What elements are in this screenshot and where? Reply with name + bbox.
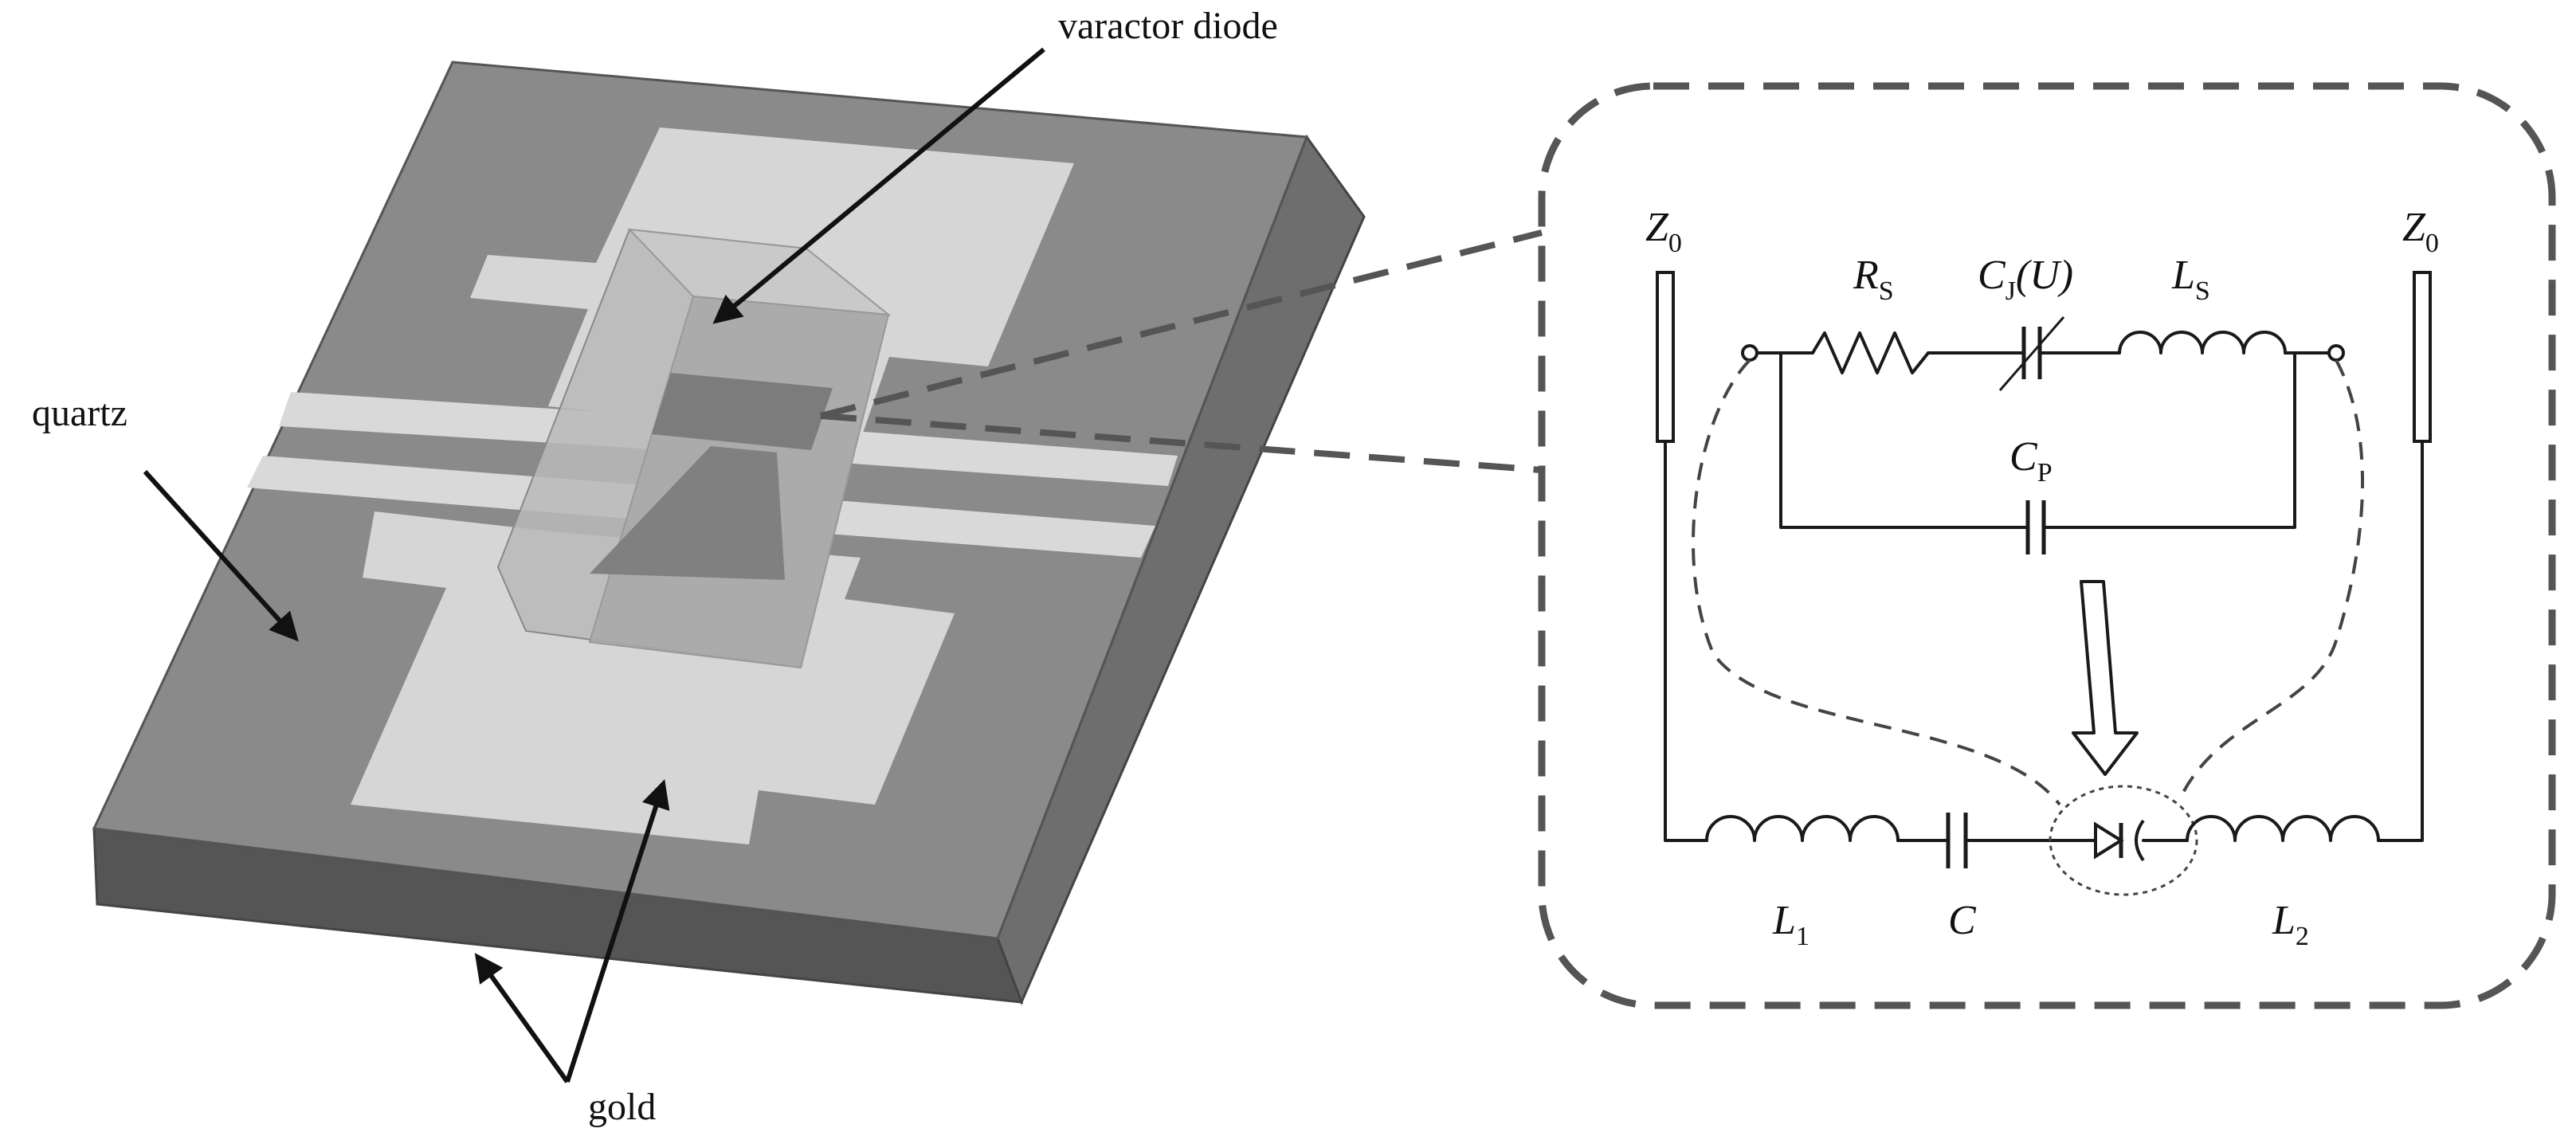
capacitor-cp — [2025, 500, 2046, 554]
z0-right-label: Z0 — [2402, 205, 2439, 258]
l1-label: L1 — [1772, 898, 1809, 951]
cp-branch-wire — [1779, 351, 2296, 529]
diode-body — [496, 228, 892, 669]
inductor-ls — [2118, 331, 2287, 355]
outer-wire-left — [1664, 440, 1708, 842]
outer-wire-right — [2377, 440, 2424, 842]
diode-highlight-circle — [2049, 785, 2198, 896]
varactor-arrow — [712, 47, 1045, 324]
inductor-l1 — [1705, 815, 1900, 842]
gold-arrow-upper — [565, 779, 670, 1083]
quartz-arrow — [143, 469, 299, 642]
expansion-curve-right — [2178, 359, 2364, 801]
gold-arrow-lower — [474, 953, 570, 1083]
gold-label: gold — [588, 1086, 656, 1128]
circuit-zoom-box: Z0 Z0 — [1538, 82, 2556, 1009]
z0-left-element — [1656, 271, 1675, 443]
c-label: C — [1948, 898, 1977, 943]
zoom-box-border — [1538, 82, 2556, 1009]
cp-label: CP — [2009, 434, 2053, 488]
z0-right-element — [2413, 271, 2432, 443]
expansion-curve-left — [1692, 358, 2061, 806]
node-left — [1741, 344, 1759, 362]
device-3d: varactor diode quartz gold — [32, 5, 1366, 1128]
z0-left-label: Z0 — [1645, 205, 1682, 258]
capacitor-c — [1946, 813, 1968, 868]
varactor-label: varactor diode — [1058, 5, 1278, 47]
inductor-l2 — [2186, 815, 2380, 842]
rs-label: RS — [1853, 253, 1894, 306]
cj-label: CJ(U) — [1978, 253, 2073, 306]
varactor-diode-symbol — [2094, 819, 2145, 862]
ls-label: LS — [2171, 253, 2210, 306]
quartz-label: quartz — [32, 392, 127, 434]
resistor-rs — [1811, 331, 1930, 374]
l2-label: L2 — [2272, 898, 2309, 951]
node-right — [2327, 344, 2345, 362]
zoom-leaders — [820, 229, 1543, 473]
expansion-arrow — [2072, 580, 2139, 776]
